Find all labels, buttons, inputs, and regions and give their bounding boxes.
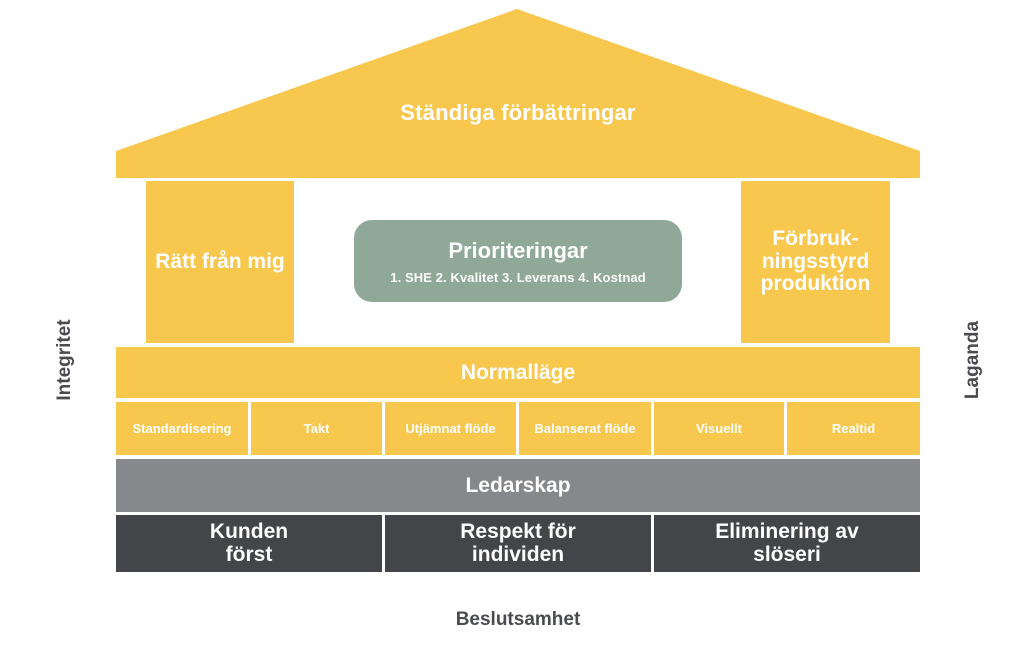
roof-title: Ständiga förbättringar [400,100,636,125]
principle-eliminate-waste-label: Eliminering av slöseri [715,519,859,566]
pillar-right-label: Förbruk-ningsstyrd produktion [760,226,871,296]
priorities-subtitle: 1. SHE 2. Kvalitet 3. Leverans 4. Kostna… [390,269,646,285]
value-team-spirit: Laganda [962,320,983,400]
principle-customer-first-label: Kunden först [209,519,289,566]
pillar-left-label: Rätt från mig [155,249,285,273]
tool-balanced-flow: Balanserat flöde [519,402,651,455]
principle-customer-first: Kunden först [116,515,382,572]
tool-levelled-flow: Utjämnat flöde [385,402,516,455]
priorities-box: Prioriteringar 1. SHE 2. Kvalitet 3. Lev… [354,220,682,302]
principle-respect-individual-label: Respekt för individen [460,519,576,566]
tool-takt: Takt [251,402,382,455]
tool-real-time: Realtid [787,402,920,455]
tool-visual: Visuellt [654,402,784,455]
principle-eliminate-waste: Eliminering av slöseri [654,515,920,572]
pillar-left: Rätt från mig [146,181,294,343]
tool-standardization: Standardisering [116,402,248,455]
value-integrity: Integritet [54,319,75,401]
leadership-band: Ledarskap [116,459,920,512]
priorities-title: Prioriteringar [448,237,588,263]
value-determination: Beslutsamhet [455,609,581,630]
principle-respect-individual: Respekt för individen [385,515,651,572]
pillar-right: Förbruk-ningsstyrd produktion [741,181,890,343]
normal-state-band: Normalläge [116,347,920,398]
